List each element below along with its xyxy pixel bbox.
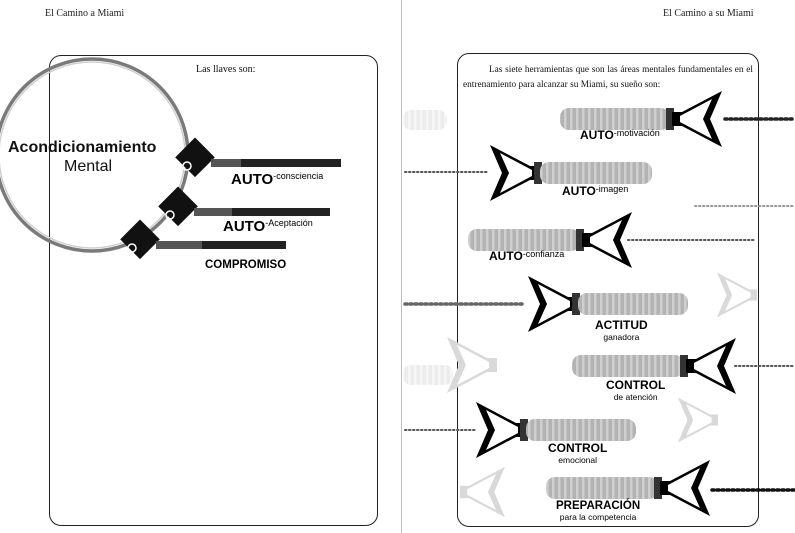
racket-handle-icon <box>572 338 736 394</box>
racket-handle-icon <box>528 276 688 332</box>
tool-label-1: AUTO-motivación <box>580 128 660 142</box>
ring-title-line1: Acondicionamiento <box>8 139 157 156</box>
right-page-frame <box>457 53 759 527</box>
left-running-head: El Camino a Miami <box>45 8 125 19</box>
tool-label-2: AUTO-imagen <box>562 184 629 198</box>
left-page-frame <box>49 55 378 526</box>
key-label-1: AUTO-consciencia <box>231 171 324 188</box>
keys-caption: Las llaves son: <box>196 64 256 75</box>
book-spine <box>401 0 402 533</box>
racket-handle-icon <box>490 145 652 201</box>
ring-title-line2: Mental <box>64 158 113 175</box>
racket-handle-icon <box>476 402 636 458</box>
racket-handle-icon <box>403 110 757 518</box>
key-label-2: AUTO-Aceptación <box>223 218 313 235</box>
racket-handle-icon <box>560 91 722 147</box>
intro-paragraph: Las siete herramientas que son las áreas… <box>463 65 753 90</box>
key-label-3: COMPROMISO <box>205 259 287 271</box>
dotted-lines <box>403 117 795 492</box>
racket-handle-icon <box>546 460 710 516</box>
right-running-head: El Camino a su Miami <box>663 8 754 19</box>
tool-label-3: AUTO-confianza <box>489 249 565 263</box>
racket-handle-icon <box>468 212 632 268</box>
key-icon <box>120 137 341 260</box>
